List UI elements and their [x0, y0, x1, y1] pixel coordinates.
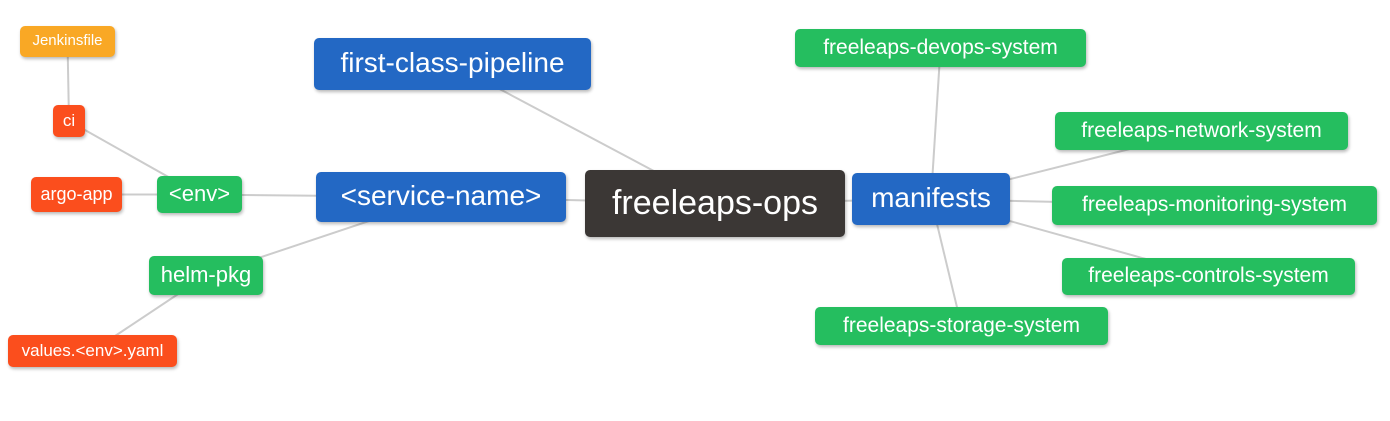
node-label: values.<env>.yaml — [21, 340, 164, 360]
node-label: ci — [62, 110, 76, 130]
node-label: freeleaps-controls-system — [1088, 264, 1329, 287]
node-label: manifests — [871, 182, 991, 213]
node-freeleaps-monitoring-system[interactable]: freeleaps-monitoring-system — [1052, 186, 1377, 225]
node-freeleaps-storage-system[interactable]: freeleaps-storage-system — [815, 307, 1108, 345]
node-freeleaps-devops-system[interactable]: freeleaps-devops-system — [795, 29, 1086, 67]
node-label: <service-name> — [340, 180, 542, 211]
node-label: argo-app — [40, 183, 113, 204]
node-label: freeleaps-monitoring-system — [1082, 193, 1347, 216]
node-manifests[interactable]: manifests — [852, 173, 1010, 225]
node-jenkinsfile[interactable]: Jenkinsfile — [20, 26, 115, 57]
node-first-class-pipeline[interactable]: first-class-pipeline — [314, 38, 591, 90]
node-freeleaps-ops[interactable]: freeleaps-ops — [585, 170, 845, 237]
node-label: first-class-pipeline — [340, 47, 565, 78]
node-label: freeleaps-storage-system — [843, 313, 1080, 337]
node-label: Jenkinsfile — [32, 32, 103, 49]
node-helm-pkg[interactable]: helm-pkg — [149, 256, 263, 295]
node-values-env-yaml[interactable]: values.<env>.yaml — [8, 335, 177, 367]
node-label: freeleaps-devops-system — [823, 35, 1058, 59]
node-service-name[interactable]: <service-name> — [316, 172, 566, 222]
node-label: freeleaps-network-system — [1081, 118, 1322, 142]
node-freeleaps-network-system[interactable]: freeleaps-network-system — [1055, 112, 1348, 150]
node-label: <env> — [168, 180, 231, 206]
node-argo-app[interactable]: argo-app — [31, 177, 122, 212]
node-label: helm-pkg — [160, 261, 252, 287]
node-label: freeleaps-ops — [611, 183, 818, 222]
node-freeleaps-controls-system[interactable]: freeleaps-controls-system — [1062, 258, 1355, 295]
node-env[interactable]: <env> — [157, 176, 242, 213]
node-ci[interactable]: ci — [53, 105, 85, 137]
